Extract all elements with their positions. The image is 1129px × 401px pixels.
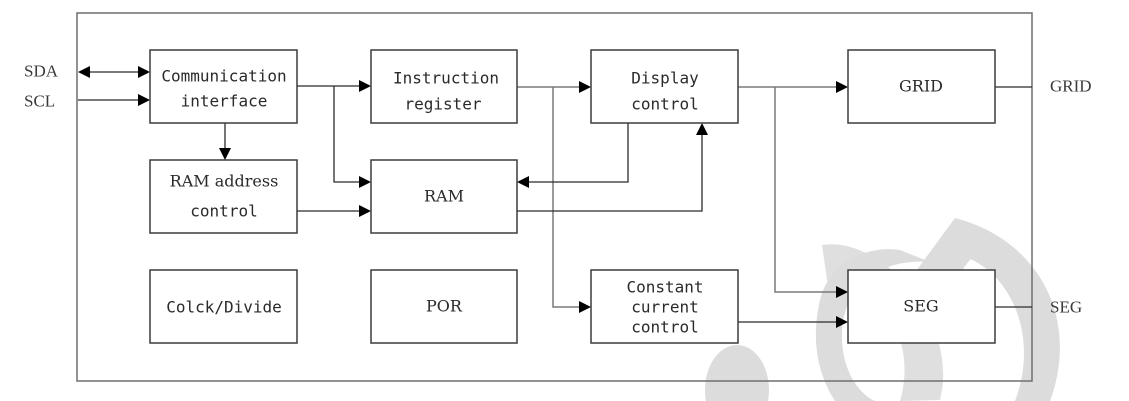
block-label: interface xyxy=(181,92,268,111)
block-label: Constant xyxy=(626,278,703,297)
block-label: Display xyxy=(631,69,699,88)
arrow-comm-instr xyxy=(359,80,371,92)
arrow-instr-display xyxy=(579,81,591,93)
arrow-sda-right xyxy=(138,66,150,78)
arrow-display-grid xyxy=(836,81,848,93)
block-label: control xyxy=(190,202,257,221)
block-label: control xyxy=(631,95,698,114)
block-label: register xyxy=(404,95,481,114)
arrow-comm-ram xyxy=(359,176,371,188)
block-label: POR xyxy=(426,297,463,316)
arrow-display-seg xyxy=(836,286,848,298)
block-label: control xyxy=(631,318,698,337)
block-label: RAM address xyxy=(170,172,279,191)
block-label: Colck/Divide xyxy=(166,298,282,317)
arrow-scl xyxy=(138,94,150,106)
arrow-display-ram xyxy=(517,176,529,188)
pin-label-scl: SCL xyxy=(24,92,55,111)
pin-label-grid: GRID xyxy=(1050,77,1092,96)
block-label: Communication xyxy=(161,67,286,86)
block-por: POR xyxy=(370,269,518,344)
arrow-sda-left xyxy=(78,66,90,78)
block-label: Instruction xyxy=(393,69,499,88)
chip-boundary xyxy=(76,12,1033,382)
wire-ram-display xyxy=(517,132,703,212)
arrow-ram-display xyxy=(696,123,708,135)
wire-display-seg xyxy=(774,87,839,293)
wires xyxy=(78,66,1032,328)
block-label: RAM xyxy=(424,187,464,206)
block-constant-current-control: Constant current control xyxy=(590,269,739,344)
arrow-ramaddr-ram xyxy=(359,205,371,217)
block-ram-address-control: RAM address control xyxy=(149,159,298,234)
block-ram: RAM xyxy=(370,159,518,234)
arrow-instr-ccc xyxy=(579,301,591,313)
block-display-control: Display control xyxy=(590,49,739,124)
block-instruction-register: Instruction register xyxy=(370,49,518,124)
block-clock-divide: Colck/Divide xyxy=(149,269,298,344)
block-communication-interface: Communication interface xyxy=(149,49,298,124)
block-label: SEG xyxy=(903,297,938,316)
arrow-ccc-seg xyxy=(836,316,848,328)
wire-comm-ram xyxy=(333,86,362,183)
pin-label-sda: SDA xyxy=(24,62,59,81)
wire-instr-ccc xyxy=(552,87,582,308)
arrow-comm-ramaddr xyxy=(219,148,231,160)
block-seg: SEG xyxy=(847,269,996,344)
block-label: current xyxy=(631,298,698,317)
pin-label-seg: SEG xyxy=(1050,298,1082,317)
block-grid: GRID xyxy=(847,49,996,124)
wire-display-ram xyxy=(526,123,629,183)
block-label: GRID xyxy=(899,77,943,96)
